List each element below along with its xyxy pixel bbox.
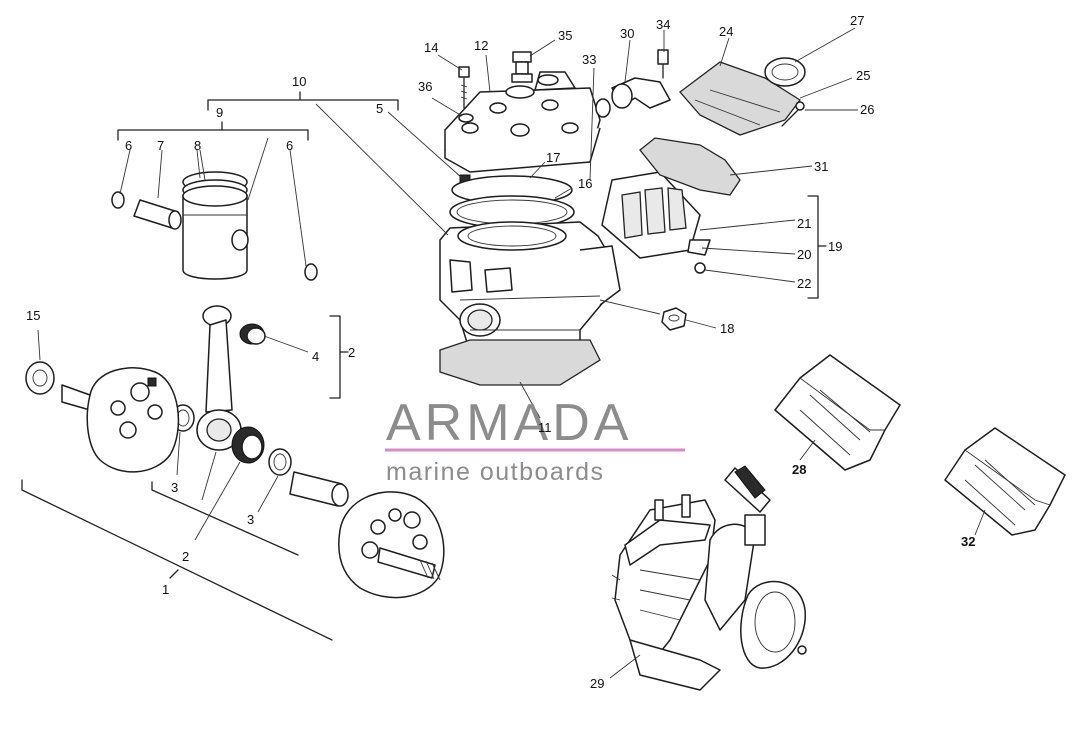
o-ring bbox=[595, 98, 611, 118]
callout-27: 27 bbox=[850, 13, 864, 28]
callout-2-upper: 2 bbox=[348, 345, 355, 360]
callout-10: 10 bbox=[292, 74, 306, 89]
crank-seal bbox=[25, 361, 55, 395]
callout-17: 17 bbox=[546, 150, 560, 165]
callout-9: 9 bbox=[216, 105, 223, 120]
hose-clamp bbox=[764, 57, 806, 87]
callout-20: 20 bbox=[797, 247, 811, 262]
callout-8: 8 bbox=[194, 138, 201, 153]
callout-11: 11 bbox=[538, 420, 552, 435]
callout-5: 5 bbox=[376, 101, 383, 116]
callout-14: 14 bbox=[424, 40, 438, 55]
brand-tagline: marine outboards bbox=[386, 458, 605, 486]
callout-29: 29 bbox=[590, 676, 604, 691]
piston bbox=[182, 171, 249, 280]
callout-32: 32 bbox=[961, 534, 975, 549]
callout-2-lower: 2 bbox=[182, 549, 189, 564]
screw-head bbox=[795, 101, 805, 111]
small-end-bearing bbox=[239, 323, 266, 345]
connecting-rod bbox=[196, 305, 242, 451]
base-gasket bbox=[439, 339, 601, 386]
sealant-pack-32 bbox=[944, 427, 1066, 536]
callout-3-left: 3 bbox=[171, 480, 178, 495]
callout-3-right: 3 bbox=[247, 512, 254, 527]
callout-26: 26 bbox=[860, 102, 874, 117]
head-bolt bbox=[458, 66, 470, 109]
nut bbox=[661, 307, 687, 331]
reed-valve-assembly bbox=[601, 171, 711, 274]
complete-engine bbox=[611, 465, 807, 691]
intake-manifold bbox=[679, 61, 801, 136]
crank-pin bbox=[289, 471, 349, 507]
circlip-left bbox=[111, 191, 125, 209]
thrust-washer-right bbox=[268, 448, 292, 476]
callout-21: 21 bbox=[797, 216, 811, 231]
callout-25: 25 bbox=[856, 68, 870, 83]
callout-24: 24 bbox=[719, 24, 733, 39]
callout-33: 33 bbox=[582, 52, 596, 67]
callout-18: 18 bbox=[720, 321, 734, 336]
callout-16: 16 bbox=[578, 176, 592, 191]
callout-6-left: 6 bbox=[125, 138, 132, 153]
cylinder bbox=[439, 221, 621, 353]
head-washer bbox=[458, 113, 474, 123]
callout-34: 34 bbox=[656, 17, 670, 32]
cylinder-head bbox=[444, 71, 601, 173]
intake-foam bbox=[639, 137, 741, 196]
callout-15: 15 bbox=[26, 308, 40, 323]
sealant-pack-28 bbox=[774, 354, 901, 471]
callout-1: 1 bbox=[162, 582, 169, 597]
big-end-bearing bbox=[231, 426, 265, 464]
callout-22: 22 bbox=[797, 276, 811, 291]
crankshaft-right-half bbox=[338, 491, 445, 599]
circlip-right bbox=[304, 263, 318, 281]
group-brackets bbox=[21, 91, 827, 641]
callout-35: 35 bbox=[558, 28, 572, 43]
callout-7: 7 bbox=[157, 138, 164, 153]
callout-6-right: 6 bbox=[286, 138, 293, 153]
leader-lines bbox=[37, 27, 986, 679]
piston-pin bbox=[133, 199, 182, 230]
callout-12: 12 bbox=[474, 38, 488, 53]
callout-36: 36 bbox=[418, 79, 432, 94]
head-gaskets bbox=[449, 175, 575, 229]
intake-elbow bbox=[611, 49, 671, 109]
callout-30: 30 bbox=[620, 26, 634, 41]
crankshaft-left-half bbox=[61, 367, 180, 473]
callout-19: 19 bbox=[828, 239, 842, 254]
callout-28: 28 bbox=[792, 462, 806, 477]
brand-name: ARMADA bbox=[386, 394, 632, 452]
spark-plug bbox=[511, 51, 533, 83]
callout-4: 4 bbox=[312, 349, 319, 364]
callout-31: 31 bbox=[814, 159, 828, 174]
callout-labels: 10 9 5 6 7 8 6 15 4 2 3 3 2 1 14 12 35 3… bbox=[26, 13, 975, 691]
manifold-screw bbox=[781, 107, 801, 127]
